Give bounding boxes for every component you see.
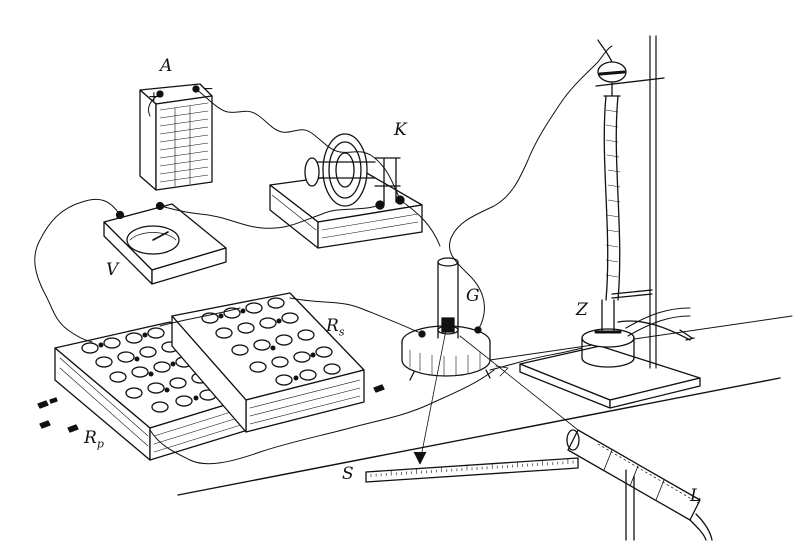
- voltmeter-v: [103, 201, 227, 285]
- label-resistance-rp-main: R: [84, 428, 97, 448]
- wires: [34, 45, 613, 465]
- battery-plus-sign: +: [148, 89, 160, 105]
- galvanometer-g: [401, 257, 491, 381]
- scale-s: [365, 457, 579, 483]
- rp-plugs: [98, 332, 199, 401]
- label-resistance-rs: Rs: [326, 316, 345, 339]
- lamp-l: [566, 429, 713, 541]
- label-scale-s: S: [342, 464, 354, 484]
- light-ray: [413, 329, 579, 465]
- label-resistance-rp-sub: p: [96, 437, 104, 451]
- label-resistance-rs-main: R: [326, 316, 339, 336]
- label-electrode-z: Z: [576, 300, 588, 320]
- label-battery-a: A: [160, 56, 173, 76]
- induction-coil-k: [269, 133, 423, 249]
- battery-minus-sign: −: [202, 81, 214, 97]
- resistance-box-rp: [54, 321, 249, 461]
- label-voltmeter-v: V: [106, 260, 119, 280]
- rp-plug-studs: [81, 327, 217, 413]
- label-coil-k: K: [394, 120, 407, 140]
- label-lamp-l: L: [690, 486, 702, 506]
- loose-plugs: [37, 384, 385, 433]
- label-resistance-rs-sub: s: [338, 325, 345, 339]
- table-edge: [177, 315, 793, 496]
- label-galvanometer-g: G: [466, 286, 480, 306]
- rs-plugs: [218, 308, 316, 381]
- label-resistance-rp: Rp: [84, 428, 104, 451]
- stand-with-electrode-z: [519, 35, 701, 409]
